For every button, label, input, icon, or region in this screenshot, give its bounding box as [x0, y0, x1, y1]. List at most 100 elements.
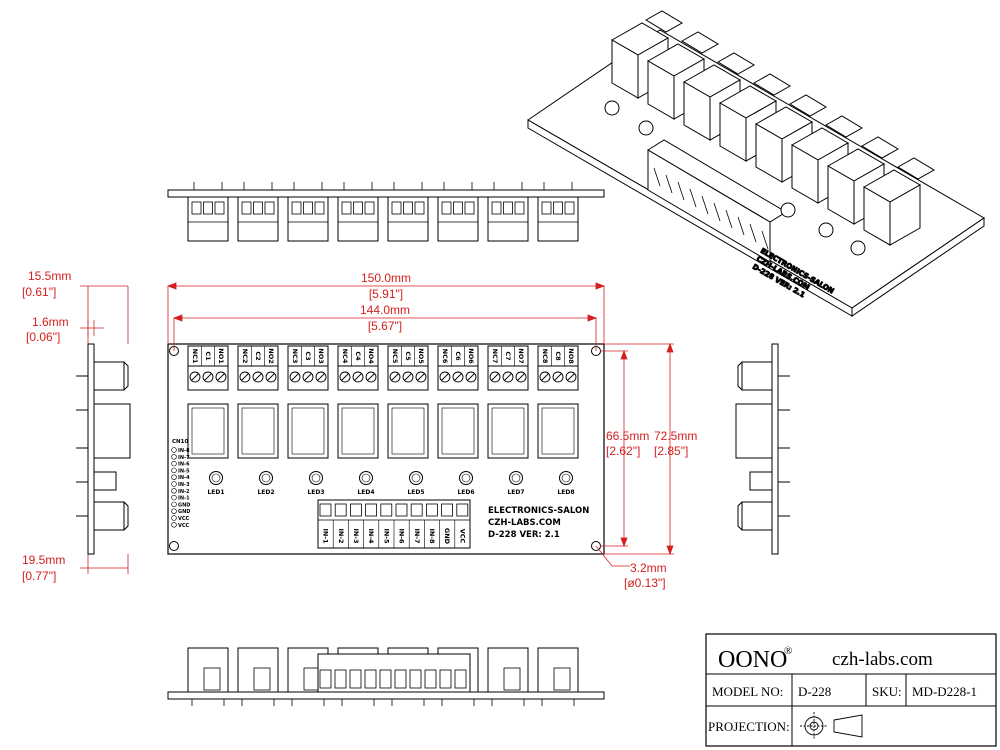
brand-name: OONO: [718, 647, 787, 673]
header-pin: GND: [171, 501, 190, 508]
dim-height-holes: 66.5mm: [606, 429, 649, 443]
projection-label: PROJECTION:: [708, 719, 790, 734]
screw-icon: [352, 371, 364, 383]
dim-width-holes: 144.0mm: [360, 303, 410, 317]
input-terminal-cell: IN-2: [332, 503, 347, 548]
input-label: IN-2: [337, 528, 345, 543]
relay-6: [437, 403, 479, 459]
dim-side-top-in: [0.61"]: [22, 285, 56, 299]
led-label: LED4: [357, 489, 374, 496]
header-pin-label: IN-6: [178, 462, 190, 468]
top-terminal-block: [487, 182, 529, 242]
header-pin-label: IN-1: [178, 496, 190, 502]
input-terminal-cell: IN-1: [317, 503, 332, 548]
led-6: LED6: [457, 471, 475, 496]
header-pin-label: IN-4: [178, 475, 190, 481]
input-terminal-cell: IN-5: [378, 503, 393, 548]
website: czh-labs.com: [832, 649, 933, 670]
header-pin-label: GND: [178, 502, 190, 508]
mount-hole-bl: [169, 541, 179, 551]
bottom-terminal-cell: [439, 669, 452, 689]
relay-7: [487, 403, 529, 459]
silk-line-3: D-228 VER: 2.1: [488, 530, 560, 540]
input-terminal-cell: VCC: [454, 503, 469, 548]
dim-hole-dia-in: [ø0.13"]: [624, 576, 666, 590]
screw-icon: [365, 371, 377, 383]
screw-icon: [565, 371, 577, 383]
input-terminal-cell: GND: [439, 503, 454, 548]
terminal-label: NO2: [267, 348, 275, 364]
dim-side-total-in: [0.77"]: [22, 569, 56, 583]
dim-height-outer-in: [2.85"]: [654, 444, 688, 458]
screw-icon: [539, 371, 551, 383]
silk-line-2: CZH-LABS.COM: [488, 518, 561, 528]
led-8: LED8: [557, 471, 575, 496]
terminal-label: NC3: [291, 349, 299, 364]
iso-relay: [718, 73, 791, 162]
terminal-label: NC7: [491, 349, 499, 364]
screw-icon: [189, 371, 201, 383]
input-label: VCC: [458, 529, 466, 544]
input-terminal-cell: IN-6: [393, 503, 408, 548]
led-7: LED7: [507, 471, 525, 496]
header-pin-label: VCC: [178, 523, 190, 529]
screw-icon: [439, 371, 451, 383]
led-label: LED8: [557, 489, 574, 496]
dim-pcb-thick: 1.6mm: [32, 315, 69, 329]
sku-value: MD-D228-1: [912, 684, 977, 699]
bottom-relay: [537, 647, 579, 706]
screw-icon: [302, 371, 314, 383]
screw-icon: [502, 371, 514, 383]
led-label: LED3: [307, 489, 324, 496]
relay-2: [237, 403, 279, 459]
iso-relay: [862, 157, 935, 246]
input-label: IN-6: [398, 528, 406, 544]
bottom-terminal-cell: [424, 669, 437, 689]
led-label: LED2: [257, 489, 274, 496]
screw-icon: [465, 371, 477, 383]
input-label: GND: [443, 528, 451, 545]
brand-registered: ®: [784, 645, 792, 657]
top-terminal-block: [537, 182, 579, 242]
relay-3: [287, 403, 329, 459]
screw-icon: [552, 371, 564, 383]
terminal-label: NO8: [567, 348, 575, 364]
screw-icon: [452, 371, 464, 383]
input-terminal-cell: IN-4: [363, 503, 378, 548]
bottom-relay: [237, 647, 279, 706]
model-value: D-228: [798, 684, 831, 699]
relay-8: [537, 403, 579, 459]
bottom-terminal-cell: [454, 669, 467, 689]
screw-icon: [215, 371, 227, 383]
dim-width-outer-in: [5.91"]: [369, 287, 403, 301]
screw-icon: [239, 371, 251, 383]
led-2: LED2: [257, 471, 275, 496]
dim-height-holes-in: [2.62"]: [606, 444, 640, 458]
terminal-label: NC2: [241, 349, 249, 364]
sku-label: SKU:: [872, 684, 902, 699]
header-pin-label: IN-8: [178, 448, 190, 454]
header-pin: IN-4: [171, 474, 190, 481]
screw-icon: [415, 371, 427, 383]
terminal-label: NC4: [341, 349, 349, 364]
silk-line-1: ELECTRONICS-SALON: [488, 506, 589, 516]
header-pin-label: IN-7: [178, 455, 190, 461]
terminal-label: NO1: [217, 348, 225, 364]
projection-symbol-icon: [800, 712, 863, 740]
led-label: LED6: [457, 489, 474, 496]
top-terminal-block: [287, 182, 329, 242]
input-label: IN-7: [413, 528, 421, 543]
header-pin-label: IN-2: [178, 489, 190, 495]
title-block: OONO ® czh-labs.com MODEL NO: D-228 SKU:…: [705, 633, 997, 747]
led-5: LED5: [407, 471, 425, 496]
header-pin-label: IN-3: [178, 482, 190, 488]
led-label: LED1: [207, 489, 224, 496]
terminal-label: C8: [554, 351, 562, 361]
input-terminal-cell: IN-7: [408, 503, 423, 548]
top-terminal-block: [337, 182, 379, 242]
